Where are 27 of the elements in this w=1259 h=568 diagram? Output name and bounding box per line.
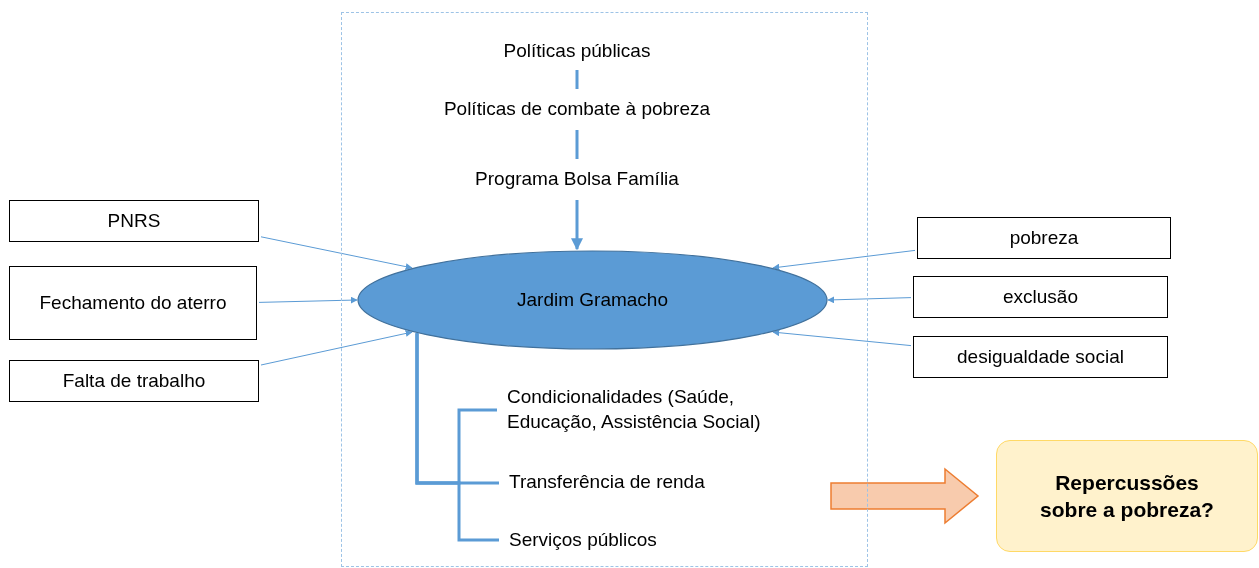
- arrow: [258, 296, 358, 304]
- block-arrow: [830, 467, 980, 525]
- node-label: Jardim Gramacho: [517, 287, 668, 312]
- text-label: Programa Bolsa Família: [420, 160, 734, 198]
- text-label: Serviços públicos: [499, 524, 729, 556]
- process-box: pobreza: [917, 217, 1171, 259]
- arrow: [772, 249, 916, 271]
- connector-line: [575, 130, 579, 159]
- connector-line: [575, 70, 579, 89]
- arrow: [260, 330, 413, 366]
- text-label: Transferência de renda: [499, 466, 771, 498]
- arrow: [772, 329, 912, 347]
- dashed-frame: [341, 12, 868, 567]
- connector-line: [415, 333, 499, 542]
- arrow: [571, 200, 583, 251]
- text-label: Políticas públicas: [420, 34, 734, 68]
- process-box: desigualdade social: [913, 336, 1168, 378]
- text-label: Políticas de combate à pobreza: [390, 90, 764, 128]
- ellipse-node: [357, 250, 828, 350]
- arrow: [260, 236, 413, 271]
- text-label: Condicionalidades (Saúde, Educação, Assistência Social): [497, 378, 797, 442]
- arrow: [827, 296, 912, 304]
- process-box: Falta de trabalho: [9, 360, 259, 402]
- result-box: Repercussões sobre a pobreza?: [996, 440, 1258, 552]
- process-box: PNRS: [9, 200, 259, 242]
- process-box: exclusão: [913, 276, 1168, 318]
- process-box: Fechamento do aterro: [9, 266, 257, 340]
